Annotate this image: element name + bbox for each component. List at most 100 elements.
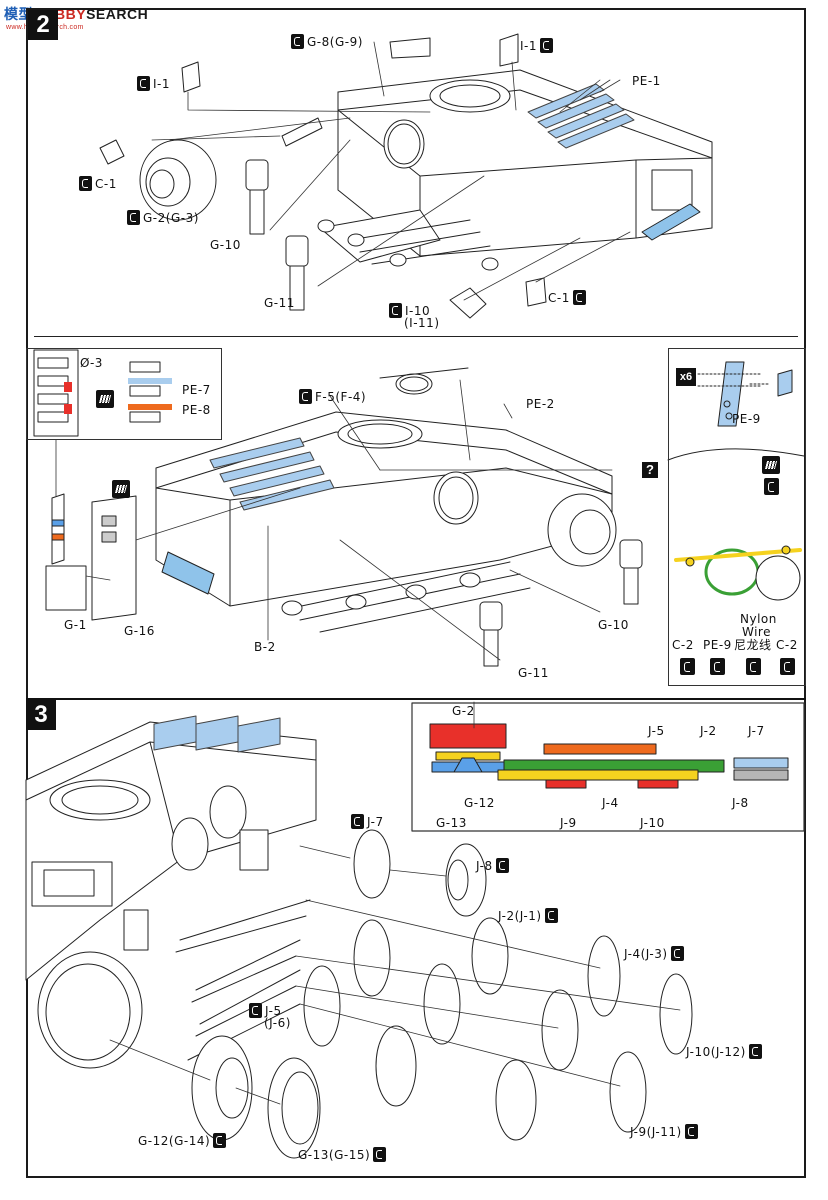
label-c1-left: C-1 [76,176,117,191]
paint-icon [96,390,114,408]
leader-lines [109,845,681,1105]
label-i1-top: I-1 [520,38,556,53]
label-j6: (J-6) [264,1016,291,1030]
part-ref-icon [748,1044,762,1059]
label-i11: (I-11) [404,316,440,330]
road-wheels [303,829,693,1141]
label-g2: G-2(G-3) [124,210,199,225]
label-nylon-line2: Wire [742,625,771,639]
label-j2: J-2(J-1) [498,908,561,923]
swing-arms [123,829,311,1061]
part-ref-icon [540,38,554,53]
leader-lines [151,41,631,301]
part-ref-icon [351,814,364,829]
label-j10: J-10(J-12) [686,1044,765,1059]
label-g11-s2: G-11 [518,666,549,680]
step-number-3: 3 [26,700,56,730]
label-g16: G-16 [124,624,155,638]
part-ref-icon [572,290,586,305]
suspension-arms [281,561,531,633]
legend-j8: J-8 [732,796,749,810]
legend-g12: G-12 [464,796,495,810]
paint-icon [112,480,130,498]
part-ref-icon [764,478,779,495]
label-c2-left: C-2 [672,638,694,652]
part-ref-icon [213,1133,227,1148]
label-pe8: PE-8 [182,403,211,417]
part-ref-icon [780,658,795,675]
label-j7: J-7 [348,814,384,829]
label-j5: J-5 [246,1003,282,1018]
paint-icon [762,456,780,474]
label-pe7: PE-7 [182,383,211,397]
label-i10: I-10 [386,303,430,318]
sprocket-parts [191,1035,321,1159]
legend-j4: J-4 [602,796,619,810]
legend-g13: G-13 [436,816,467,830]
section-divider [34,336,798,337]
label-j8: J-8 [476,858,512,873]
pe9-detail [697,361,793,427]
help-icon: ? [642,462,658,478]
label-pe2: PE-2 [526,397,555,411]
label-j4: J-4(J-3) [624,946,687,961]
label-g1: G-1 [64,618,87,632]
label-b2: B-2 [254,640,276,654]
cable-inset-box [668,348,806,686]
step-number-2: 2 [28,10,58,40]
legend-g2: G-2 [452,704,475,718]
label-g13: G-13(G-15) [298,1147,389,1162]
leader-lines [55,379,613,661]
label-g10-s2: G-10 [598,618,629,632]
track-detail-inset [33,349,172,437]
part-ref-icon [710,658,725,675]
label-g11-s1: G-11 [264,296,295,310]
engine-grille [153,715,281,753]
label-pe1: PE-1 [632,74,661,88]
part-ref-icon [495,858,509,873]
tow-cable-detail [667,448,805,601]
part-ref-icon [389,303,402,318]
part-ref-icon [680,658,695,675]
section-divider [26,698,806,700]
label-o3: Ø-3 [80,356,103,370]
engine-grille [209,437,335,511]
shock-absorbers [479,539,643,667]
part-ref-icon [544,908,558,923]
part-ref-icon [127,210,140,225]
label-g12: G-12(G-14) [138,1133,229,1148]
legend-j10: J-10 [640,816,665,830]
label-pe9-top: PE-9 [732,412,761,426]
shock-absorbers [245,159,309,311]
label-j9: J-9(J-11) [630,1124,701,1139]
label-nylon-line3: 尼龙线 [734,638,772,652]
label-f5: F-5(F-4) [296,389,366,404]
hull-section-1 [99,33,713,319]
label-pe9-bottom: PE-9 [703,638,732,652]
part-ref-icon [79,176,92,191]
drive-housing [99,139,217,221]
hull-section-2 [45,367,643,667]
label-nylon-line1: Nylon [740,612,777,626]
legend-j2: J-2 [700,724,717,738]
part-ref-icon [137,76,150,91]
legend-j5: J-5 [648,724,665,738]
legend-j7: J-7 [748,724,765,738]
part-ref-icon [684,1124,698,1139]
label-c1-right: C-1 [548,290,589,305]
part-ref-icon [299,389,312,404]
suspension-arms [317,209,499,271]
label-g8: G-8(G-9) [288,34,363,49]
part-ref-icon [373,1147,387,1162]
track-inset-box [26,348,222,440]
label-c2-right: C-2 [776,638,798,652]
part-ref-icon [746,658,761,675]
part-ref-icon [249,1003,262,1018]
hull-section-3 [25,715,693,1159]
legend-j9: J-9 [560,816,577,830]
parts-colour-legend [411,701,805,832]
label-g10-s1: G-10 [210,238,241,252]
part-ref-icon [670,946,684,961]
